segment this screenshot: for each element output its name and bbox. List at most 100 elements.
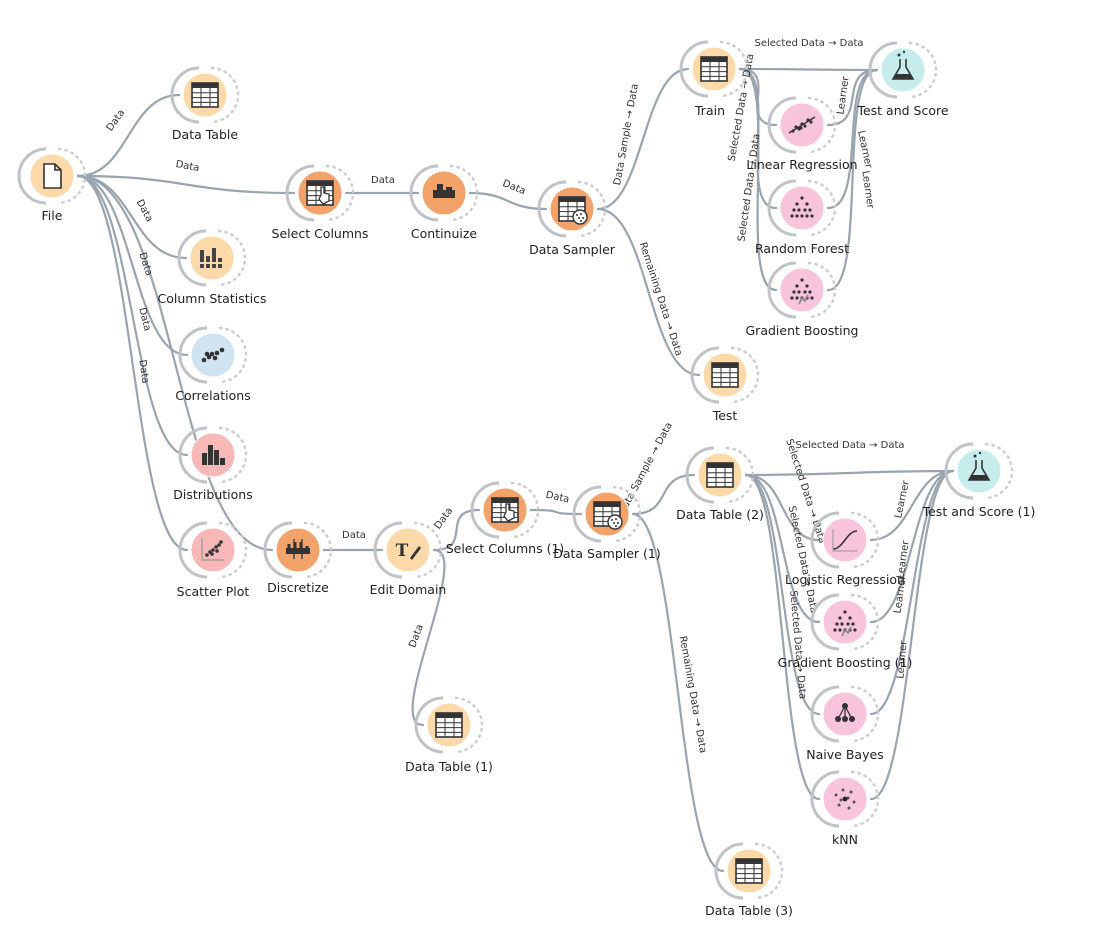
output-anchor[interactable] [807,261,837,319]
node-ts[interactable]: Test and Score [856,41,949,118]
input-anchor[interactable] [178,326,208,384]
link-train-to-ts[interactable] [738,67,879,72]
node-train[interactable]: Train [679,40,749,118]
input-anchor[interactable] [470,481,500,539]
node-selcol1[interactable]: Select Columns (1) [446,481,565,556]
node-scatter[interactable]: Scatter Plot [177,521,250,599]
link-dt2-to-knn[interactable] [744,473,821,801]
node-disc[interactable]: Discretize [263,521,333,595]
input-anchor[interactable] [170,66,200,124]
output-anchor[interactable] [850,593,880,651]
link-nb-to-ts1[interactable] [869,469,955,716]
output-anchor[interactable] [850,511,880,569]
node-rf[interactable]: Random Forest [755,179,849,256]
output-anchor[interactable] [325,164,355,222]
node-logreg[interactable]: Logistic Regression [785,511,905,587]
node-circle[interactable] [956,448,1002,494]
node-dt1[interactable]: Data Table (1) [405,696,493,774]
link-samp1-to-dt2[interactable] [631,473,696,516]
input-anchor[interactable] [409,164,439,222]
input-anchor[interactable] [767,261,797,319]
input-anchor[interactable] [177,229,207,287]
input-anchor[interactable] [373,521,403,579]
output-anchor[interactable] [807,179,837,237]
output-anchor[interactable] [577,180,607,238]
output-anchor[interactable] [612,485,642,543]
link-linreg-to-ts[interactable] [826,68,879,127]
output-anchor[interactable] [413,521,443,579]
node-samp[interactable]: Data Sampler [529,180,616,257]
node-linreg[interactable]: Linear Regression [746,96,858,172]
output-anchor[interactable] [908,41,938,99]
node-corr[interactable]: Correlations [175,326,251,403]
link-edit-to-selcol1[interactable] [432,508,481,552]
node-dt2[interactable]: Data Table (2) [676,446,764,522]
output-anchor[interactable] [303,521,333,579]
node-circle[interactable] [880,47,926,93]
output-anchor[interactable] [217,229,247,287]
input-anchor[interactable] [690,346,720,404]
link-file-to-scatter[interactable] [76,174,189,552]
link-edit-to-dt1[interactable] [411,548,446,727]
node-dt[interactable]: Data Table [170,66,240,142]
link-dt2-to-gb1[interactable] [744,473,821,624]
link-dt2-to-logreg[interactable] [744,473,821,542]
node-circle[interactable] [779,185,825,231]
input-anchor[interactable] [810,770,840,828]
node-gb1[interactable]: Gradient Boosting (1) [778,593,913,670]
output-anchor[interactable] [807,96,837,154]
node-dist[interactable]: Distributions [173,426,253,502]
input-anchor[interactable] [572,485,602,543]
output-anchor[interactable] [730,346,760,404]
input-anchor[interactable] [944,442,974,500]
input-anchor[interactable] [714,842,744,900]
node-cont[interactable]: Continuize [409,164,479,241]
input-anchor[interactable] [767,96,797,154]
node-circle[interactable] [779,267,825,313]
link-knn-to-ts1[interactable] [869,469,955,801]
input-anchor[interactable] [178,426,208,484]
output-anchor[interactable] [719,40,749,98]
link-dt2-to-nb[interactable] [744,473,821,716]
output-anchor[interactable] [510,481,540,539]
link-file-to-corr[interactable] [76,174,189,357]
input-anchor[interactable] [767,179,797,237]
link-logreg-to-ts1[interactable] [869,469,955,542]
input-anchor[interactable] [17,147,47,205]
node-dt3[interactable]: Data Table (3) [705,842,793,918]
output-anchor[interactable] [754,842,784,900]
link-file-to-dist[interactable] [76,174,189,457]
input-anchor[interactable] [810,511,840,569]
input-anchor[interactable] [285,164,315,222]
output-anchor[interactable] [449,164,479,222]
node-knn[interactable]: kNN [810,770,880,847]
output-anchor[interactable] [218,426,248,484]
output-anchor[interactable] [57,147,87,205]
link-samp1-to-dt3[interactable] [631,512,725,873]
link-selcol1-to-samp1[interactable] [529,508,583,516]
output-anchor[interactable] [454,696,484,754]
output-anchor[interactable] [218,326,248,384]
output-anchor[interactable] [850,770,880,828]
link-samp-to-test[interactable] [596,207,701,377]
node-selcol[interactable]: Select Columns [272,164,369,241]
link-gb1-to-ts1[interactable] [869,469,955,624]
link-samp-to-train[interactable] [596,67,690,211]
input-anchor[interactable] [537,180,567,238]
input-anchor[interactable] [178,521,208,579]
node-circle[interactable] [385,527,431,573]
input-anchor[interactable] [414,696,444,754]
output-anchor[interactable] [984,442,1014,500]
input-anchor[interactable] [679,40,709,98]
node-file[interactable]: File [17,147,87,223]
link-rf-to-ts[interactable] [826,68,879,210]
node-ts1[interactable]: Test and Score (1) [922,442,1036,519]
output-anchor[interactable] [725,446,755,504]
node-nb[interactable]: Naive Bayes [806,685,884,762]
output-anchor[interactable] [218,521,248,579]
output-anchor[interactable] [210,66,240,124]
link-train-to-gb[interactable] [738,67,778,292]
input-anchor[interactable] [868,41,898,99]
